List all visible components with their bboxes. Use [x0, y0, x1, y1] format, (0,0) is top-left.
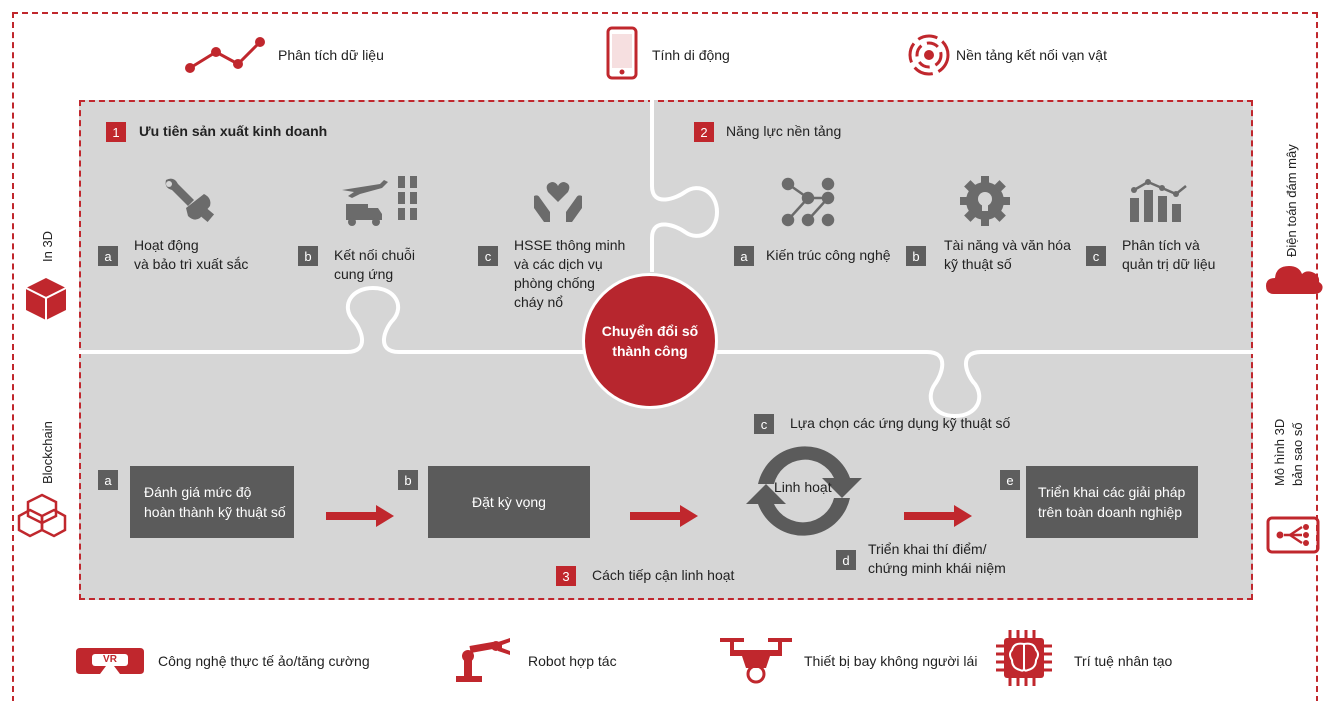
section1-item-c-badge: c	[478, 246, 498, 266]
step-b-box: Đặt kỳ vọng	[428, 466, 590, 538]
cycle-label: Linh hoạt	[774, 479, 832, 495]
tech-label-data-analytics: Phân tích dữ liệu	[278, 47, 384, 63]
tech-label-ai: Trí tuệ nhân tạo	[1074, 653, 1173, 669]
vr-icon-text: VR	[103, 654, 117, 665]
supply-chain-icon	[342, 176, 417, 226]
robot-arm-icon	[456, 638, 510, 682]
section3-title: Cách tiếp cận linh hoạt	[592, 567, 735, 583]
drone-icon	[720, 638, 792, 684]
step-e-badge: e	[1000, 470, 1020, 490]
cloud-icon	[1266, 266, 1323, 294]
wrench-hand-icon	[165, 178, 215, 223]
side-label-blockchain: Blockchain	[40, 421, 55, 484]
section2-title: Năng lực nền tảng	[726, 123, 842, 139]
side-label-digital-twin-1: Mô hình 3D	[1272, 418, 1287, 486]
section2-item-b-badge: b	[906, 246, 926, 266]
step-c-badge: c	[754, 414, 774, 434]
gear-bulb-icon	[960, 176, 1010, 226]
step-d-badge: d	[836, 550, 856, 570]
vr-headset-icon	[76, 648, 144, 674]
agile-cycle-icon	[746, 446, 862, 536]
smartphone-icon	[606, 26, 638, 80]
step-b-badge: b	[398, 470, 418, 490]
section2-number: 2	[694, 122, 714, 142]
digital-twin-icon	[1266, 516, 1320, 554]
section1-title: Ưu tiên sản xuất kinh doanh	[139, 123, 328, 139]
center-goal-line1: Chuyển đổi số	[601, 322, 699, 339]
side-label-3d-printing: In 3D	[40, 230, 55, 262]
tech-label-iot: Nền tảng kết nối vạn vật	[956, 47, 1107, 63]
iot-signal-icon	[908, 34, 950, 76]
section1-number: 1	[106, 122, 126, 142]
ai-brain-chip-icon	[996, 630, 1052, 686]
section2-item-c-badge: c	[1086, 246, 1106, 266]
center-goal-line2: thành công	[612, 343, 688, 359]
arrow-a-to-b	[326, 505, 394, 527]
blockchain-icon	[17, 493, 67, 538]
side-label-cloud: Điện toán đám mây	[1284, 144, 1299, 257]
tech-label-vr: Công nghệ thực tế ảo/tăng cường	[158, 653, 370, 669]
center-goal: Chuyển đổi số thành công	[582, 273, 718, 409]
section1-item-a-badge: a	[98, 246, 118, 266]
step-a-badge: a	[98, 470, 118, 490]
section3-number: 3	[556, 566, 576, 586]
3d-cube-icon	[25, 278, 67, 320]
section2-item-a-label: Kiến trúc công nghệ	[766, 247, 891, 263]
heart-hands-icon	[534, 182, 582, 222]
section1-item-b-badge: b	[298, 246, 318, 266]
line-chart-icon	[185, 37, 265, 73]
tech-label-drone: Thiết bị bay không người lái	[804, 653, 978, 669]
arrow-b-to-cycle	[630, 505, 698, 527]
tech-label-robot: Robot hợp tác	[528, 653, 617, 669]
network-nodes-icon	[781, 177, 835, 227]
arrow-cycle-to-e	[904, 505, 972, 527]
section2-item-a-badge: a	[734, 246, 754, 266]
tech-label-mobility: Tính di động	[652, 47, 730, 63]
step-d-label: Triển khai thí điểm/chứng minh khái niệm	[868, 541, 1006, 576]
step-c-label: Lựa chọn các ứng dụng kỹ thuật số	[790, 415, 1011, 431]
side-label-digital-twin-2: bản sao số	[1290, 422, 1305, 486]
bar-analytics-icon	[1130, 179, 1187, 222]
outer-border	[12, 12, 1318, 701]
